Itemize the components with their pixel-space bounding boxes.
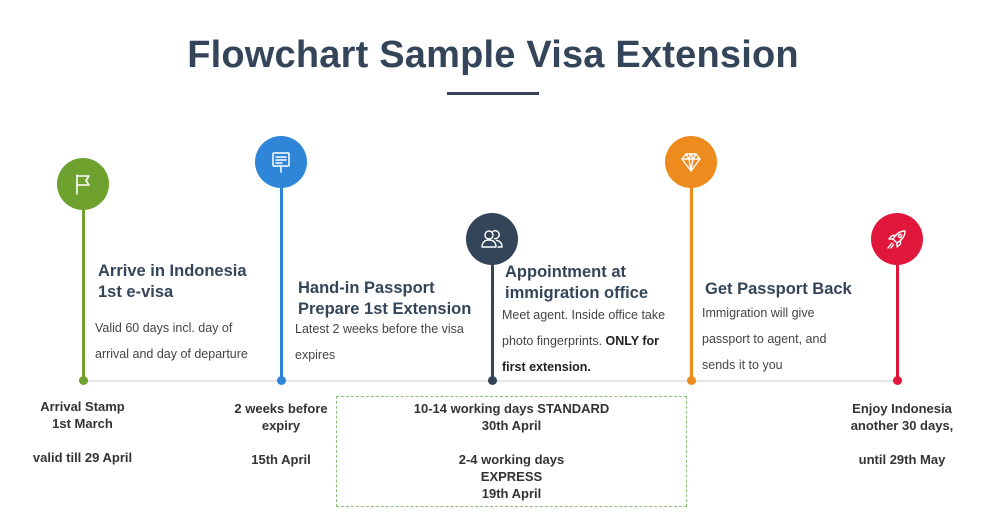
below-line: another 30 days,	[850, 418, 954, 433]
below-line: 10-14 working days STANDARD	[413, 401, 610, 416]
below-line: 2 weeks before	[234, 401, 328, 416]
circle-arrive	[57, 158, 109, 210]
step-desc-handin: Latest 2 weeks before the visa expires	[295, 316, 464, 368]
circle-enjoy	[871, 213, 923, 265]
below-handin: 2 weeks before expiry 15th April	[221, 400, 341, 468]
document-icon	[272, 152, 290, 173]
below-enjoy: Enjoy Indonesia another 30 days, until 2…	[832, 400, 972, 468]
step-title-handin: Hand-in Passport Prepare 1st Extension	[298, 278, 471, 320]
below-spacer	[832, 434, 972, 451]
circle-passport-back	[665, 136, 717, 188]
step-desc-line: Latest 2 weeks before the visa	[295, 322, 464, 336]
below-line: Enjoy Indonesia	[852, 401, 952, 416]
below-line: Arrival Stamp	[40, 399, 125, 414]
flag-icon	[76, 174, 90, 195]
below-line: 30th April	[481, 418, 542, 433]
step-title-line: Hand-in Passport	[298, 279, 435, 297]
step-desc-line: first extension.	[502, 354, 665, 380]
circle-handin	[255, 136, 307, 188]
step-desc-line: photo fingerprints. ONLY for	[502, 328, 665, 354]
page-title: Flowchart Sample Visa Extension	[187, 34, 799, 76]
dot-enjoy	[893, 376, 902, 385]
below-spacer	[20, 432, 145, 449]
step-title-line: 1st e-visa	[98, 283, 174, 301]
below-line: 19th April	[481, 486, 542, 501]
circle-appointment	[466, 213, 518, 265]
below-arrive: Arrival Stamp 1st March valid till 29 Ap…	[20, 398, 145, 466]
step-title-line: Prepare 1st Extension	[298, 300, 472, 318]
below-line: valid till 29 April	[32, 450, 133, 465]
step-title-passport-back: Get Passport Back	[705, 279, 852, 300]
step-desc-arrive: Valid 60 days incl. day of arrival and d…	[95, 315, 248, 367]
stem-appointment	[491, 262, 494, 380]
people-icon	[481, 230, 503, 248]
below-line: 2-4 working days	[458, 452, 565, 467]
rocket-icon	[887, 230, 906, 249]
step-desc-line: expires	[295, 348, 336, 362]
dot-handin	[277, 376, 286, 385]
step-desc-passport-back: Immigration will give passport to agent,…	[702, 300, 826, 378]
step-desc-text: photo fingerprints.	[502, 334, 603, 348]
duration-box	[336, 396, 687, 507]
stem-handin	[280, 184, 283, 380]
stem-passport-back	[690, 184, 693, 380]
step-desc-line: passport to agent, and	[702, 332, 827, 346]
step-title-line: Arrive in Indonesia	[98, 262, 247, 280]
step-title-appointment: Appointment at immigration office	[505, 262, 648, 304]
step-desc-line: Meet agent. Inside office take	[502, 308, 666, 322]
below-appointment: 10-14 working days STANDARD 30th April 2…	[336, 400, 687, 502]
step-title-line: Get Passport Back	[705, 280, 852, 298]
below-line: 1st March	[52, 416, 113, 431]
diamond-icon	[681, 153, 701, 172]
dot-passport-back	[687, 376, 696, 385]
below-line: until 29th May	[858, 452, 946, 467]
below-line: 15th April	[251, 452, 311, 467]
step-title-arrive: Arrive in Indonesia 1st e-visa	[98, 261, 247, 303]
step-desc-bold: first extension.	[502, 360, 591, 374]
below-line: EXPRESS	[480, 469, 543, 484]
dot-arrive	[79, 376, 88, 385]
stem-enjoy	[896, 262, 899, 380]
step-desc-line: arrival and day of departure	[95, 347, 248, 361]
step-desc-line: sends it to you	[702, 358, 783, 372]
title-underline	[447, 92, 539, 95]
stem-arrive	[82, 208, 85, 380]
step-desc-appointment: Meet agent. Inside office take photo fin…	[502, 302, 665, 380]
step-desc-bold: ONLY for	[605, 334, 660, 348]
step-desc-line: Immigration will give	[702, 306, 815, 320]
step-desc-line: Valid 60 days incl. day of	[95, 321, 233, 335]
dot-appointment	[488, 376, 497, 385]
step-title-line: immigration office	[505, 284, 649, 302]
step-title-line: Appointment at	[505, 263, 626, 281]
below-spacer	[336, 434, 687, 451]
below-spacer	[221, 434, 341, 451]
below-line: expiry	[261, 418, 301, 433]
